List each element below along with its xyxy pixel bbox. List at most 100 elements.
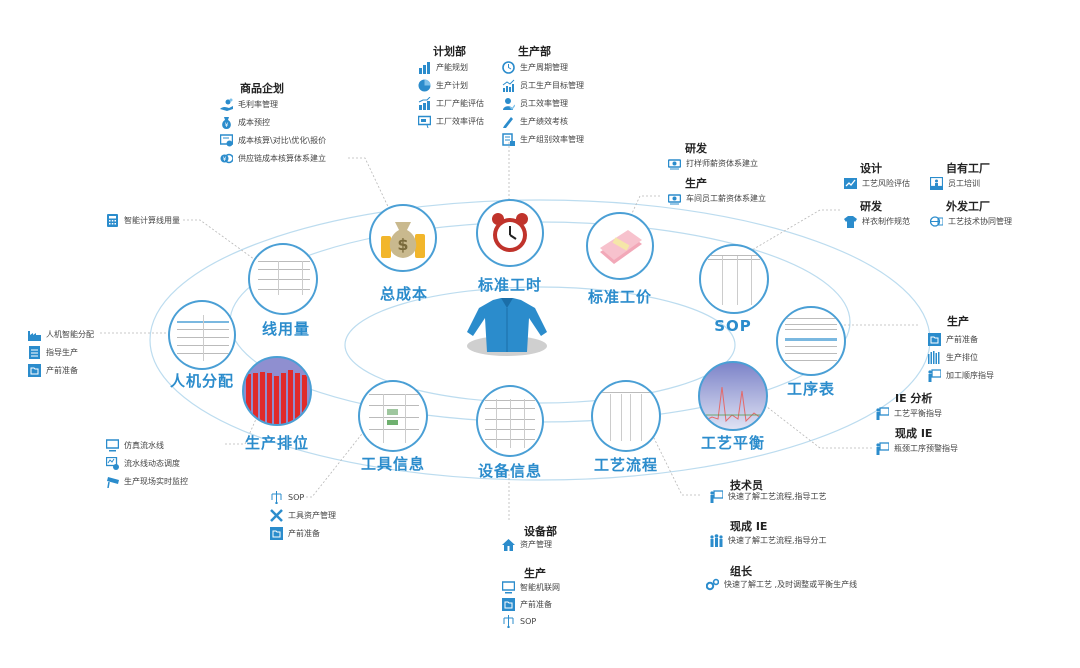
folder-icon <box>502 598 515 611</box>
clipboard-icon <box>502 133 515 146</box>
thread-sheet-thumbnail <box>254 257 314 297</box>
svg-text:¥: ¥ <box>223 156 227 163</box>
folder-icon <box>928 333 941 346</box>
node-label-production-scheduling: 生产排位 <box>244 434 310 452</box>
scheduling-item: 生产现场实时监控 <box>106 475 188 488</box>
node-tool-info[interactable] <box>358 380 428 452</box>
node-label-total-cost: 总成本 <box>379 285 429 303</box>
production-dept-item: 生产周期管理 <box>502 61 568 74</box>
cash-icon <box>668 192 681 205</box>
sop-outsourced-factory-title: 外发工厂 <box>946 200 990 213</box>
sop-item: 工艺风险评估 <box>844 177 910 190</box>
flow-item: 快速了解工艺流程,指导分工 <box>710 534 827 547</box>
svg-text:$: $ <box>397 235 408 254</box>
node-sop[interactable] <box>699 244 769 314</box>
equipment-dept-title: 设备部 <box>524 525 557 538</box>
gears-icon <box>706 578 719 591</box>
node-process-balance[interactable] <box>698 361 768 431</box>
teacher-icon <box>928 369 941 382</box>
trend-chart-icon <box>502 79 515 92</box>
merchandising-title: 商品企划 <box>240 82 284 95</box>
teacher-icon <box>876 407 889 420</box>
node-total-cost[interactable]: $ <box>369 204 437 272</box>
node-label-manpower-allocation: 人机分配 <box>169 372 235 390</box>
hand-coins-icon <box>220 98 233 111</box>
planning-dept-title: 计划部 <box>433 45 466 58</box>
teacher-icon <box>876 442 889 455</box>
equipment-item: SOP <box>502 615 536 628</box>
node-thread-usage[interactable] <box>248 243 318 315</box>
sop-item: 样衣制作规范 <box>844 215 910 228</box>
balance-field-ie-title: 现成 IE <box>895 427 933 440</box>
tshirt-icon <box>844 215 857 228</box>
node-label-process-balance: 工艺平衡 <box>700 434 766 452</box>
tool-item: 工具资产管理 <box>270 509 336 522</box>
node-label-process-flow: 工艺流程 <box>593 456 659 474</box>
cash-stack-icon <box>600 230 642 264</box>
bar-chart-icon <box>418 61 431 74</box>
cctv-icon <box>106 475 119 488</box>
production-dept-item: 生产组别效率管理 <box>502 133 584 146</box>
flow-team-leader-title: 组长 <box>730 565 752 578</box>
node-label-sop: SOP <box>714 317 752 335</box>
money-bag-icon: $ <box>381 222 425 258</box>
thread-item: 智能计算线用量 <box>106 214 180 227</box>
scheduling-item: 流水线动态调度 <box>106 457 180 470</box>
sop-document-thumbnail <box>705 250 763 308</box>
wage-rd-title: 研发 <box>685 142 707 155</box>
node-production-scheduling[interactable] <box>242 356 312 426</box>
bars-icon <box>928 351 941 364</box>
node-label-tool-info: 工具信息 <box>360 455 426 473</box>
line-chart-thumbnail <box>703 386 763 423</box>
tool-table-thumbnail <box>366 388 422 446</box>
wage-item: 车间员工薪资体系建立 <box>668 192 766 205</box>
money-bag-icon: ¥ <box>220 116 233 129</box>
planning-item: 生产计划 <box>418 79 468 92</box>
training-icon <box>930 177 943 190</box>
flow-item: 快速了解工艺 ,及时调整或平衡生产线 <box>706 578 857 591</box>
equipment-table-thumbnail <box>482 393 538 451</box>
allocation-item: 人机智能分配 <box>28 328 94 341</box>
sop-rd-title: 研发 <box>860 200 882 213</box>
flow-table-thumbnail <box>599 388 655 444</box>
alarm-clock-icon <box>492 213 528 252</box>
node-label-thread-usage: 线用量 <box>261 320 311 338</box>
merchandising-item: ¥成本预控 <box>220 116 270 129</box>
tool-item: SOP <box>270 491 304 504</box>
node-label-standard-time: 标准工时 <box>477 276 543 294</box>
allocation-item: 指导生产 <box>28 346 78 359</box>
node-manpower-allocation[interactable] <box>168 300 236 370</box>
sop-design-title: 设计 <box>860 162 882 175</box>
equipment-production-title: 生产 <box>524 567 546 580</box>
production-dept-item: 生产绩效考核 <box>502 115 568 128</box>
sop-own-factory-title: 自有工厂 <box>946 162 990 175</box>
merchandising-item: ¥供应链成本核算体系建立 <box>220 152 326 165</box>
node-standard-price[interactable] <box>586 212 654 280</box>
node-label-standard-price: 标准工价 <box>587 288 653 306</box>
chart-line-icon <box>844 177 857 190</box>
node-process-sheet[interactable] <box>776 306 846 376</box>
node-process-flow[interactable] <box>591 380 661 452</box>
dashboard-icon <box>106 457 119 470</box>
process-sheet-thumbnail <box>782 312 840 370</box>
bar-chart-thumbnail <box>246 370 307 424</box>
balance-item: 工艺平衡指导 <box>876 407 942 420</box>
presentation-board-icon <box>418 115 431 128</box>
node-standard-time[interactable] <box>476 199 544 267</box>
clock-icon <box>502 61 515 74</box>
calculator-icon <box>106 214 119 227</box>
hierarchy-icon <box>270 491 283 504</box>
allocation-table-thumbnail <box>174 310 232 364</box>
planning-item: 工厂效率评估 <box>418 115 484 128</box>
pie-chart-icon <box>418 79 431 92</box>
balance-ie-analysis-title: IE 分析 <box>895 392 933 405</box>
coin-exchange-icon: ¥ <box>220 152 233 165</box>
node-label-equipment-info: 设备信息 <box>477 462 543 480</box>
folder-icon <box>28 364 41 377</box>
team-icon <box>710 534 723 547</box>
tools-icon <box>270 509 283 522</box>
notebook-icon <box>28 346 41 359</box>
node-equipment-info[interactable] <box>476 385 544 457</box>
equipment-item: 智能机联网 <box>502 581 560 594</box>
process-sheet-production-title: 生产 <box>947 315 969 328</box>
